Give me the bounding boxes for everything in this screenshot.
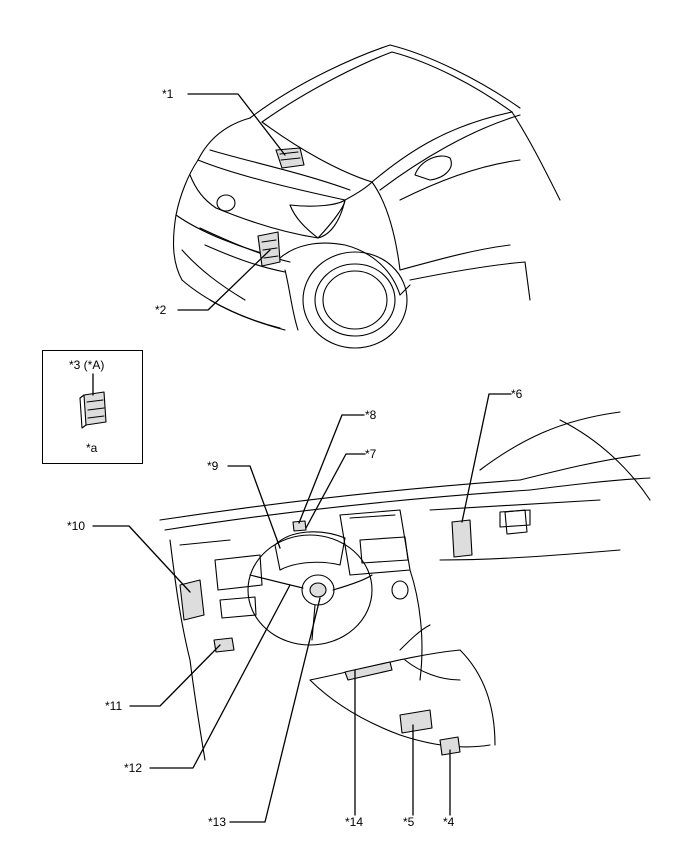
inset-box: [42, 350, 143, 464]
callout-1: *1: [162, 87, 174, 101]
callout-2: *2: [155, 303, 167, 317]
callout-11: *11: [105, 699, 123, 713]
callout-14: *14: [345, 815, 364, 829]
vehicle-exterior-illustration: [173, 44, 561, 349]
callout-7: *7: [365, 447, 377, 461]
callout-9: *9: [207, 459, 219, 473]
callout-5: *5: [403, 815, 415, 829]
callout-4: *4: [443, 815, 455, 829]
callout-12: *12: [124, 761, 143, 775]
leader-lines: [92, 93, 512, 823]
vehicle-interior-illustration: [159, 411, 651, 761]
callout-13: *13: [208, 815, 227, 829]
inset-component-illustration: [79, 391, 107, 429]
callout-3: *3 (*A): [69, 358, 105, 372]
callout-6: *6: [511, 387, 523, 401]
callout-a: *a: [86, 441, 98, 455]
callout-10: *10: [67, 519, 86, 533]
callout-8: *8: [365, 408, 377, 422]
